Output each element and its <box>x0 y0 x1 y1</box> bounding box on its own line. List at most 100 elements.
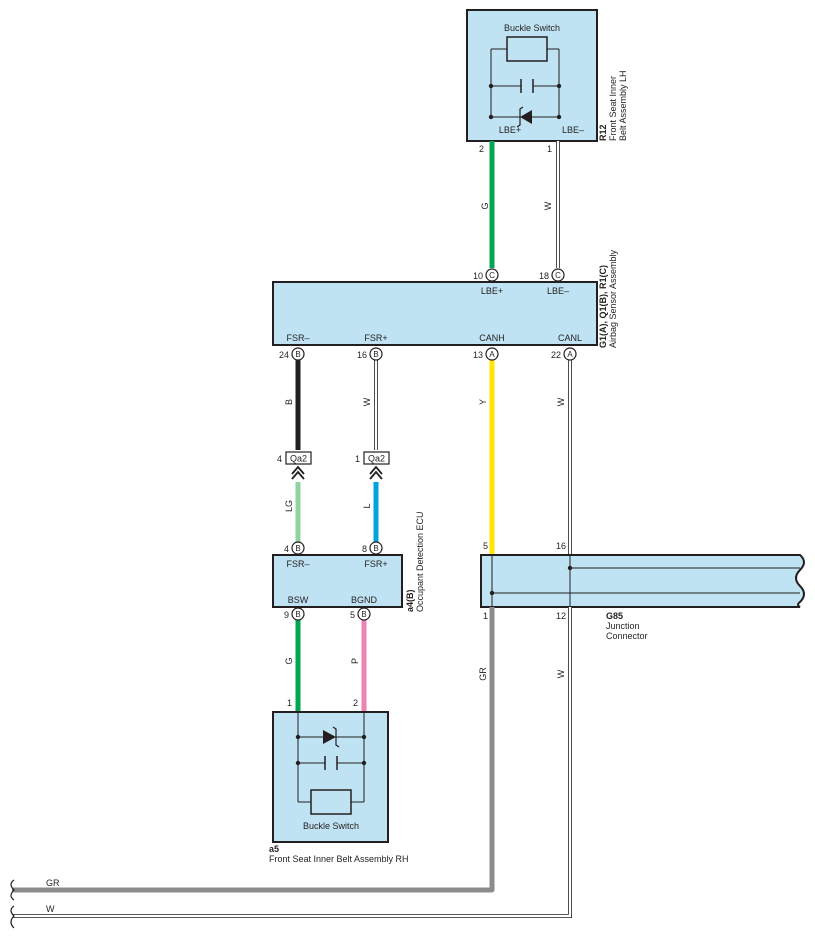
wire-label-l: L <box>362 503 372 508</box>
ecu-bottom-pins: B 9 B 5 <box>284 607 371 621</box>
r12-pin-1: 1 <box>547 144 552 154</box>
airbag-pin-13-conn: A <box>489 350 495 359</box>
r12-switch-symbol <box>506 36 548 62</box>
a5-belt-assembly-rh: Buckle Switch a5 Front Seat Inner Belt A… <box>269 711 409 864</box>
ecu-pin-9-num: 9 <box>284 610 289 620</box>
a5-switch-symbol <box>310 789 352 815</box>
airbag-pin-16-conn: B <box>373 350 378 359</box>
wire-gr: GR GR <box>12 607 495 893</box>
ecu-pin-9 <box>291 607 305 621</box>
wire-b: B <box>284 359 301 450</box>
wire-label-lg: LG <box>284 500 294 512</box>
a5-buckle-switch-label: Buckle Switch <box>303 821 359 831</box>
g85-code: G85 <box>606 611 623 621</box>
wire-label-g-r12: G <box>480 202 490 209</box>
g85-junction-connector: 5 16 1 12 G85 Junction Connector <box>480 541 805 641</box>
airbag-term-lbe-minus: LBE– <box>547 286 569 296</box>
airbag-name: Airbag Sensor Assembly <box>608 249 618 348</box>
r12-code: R12 <box>598 124 608 141</box>
r12-term-lbe-plus: LBE+ <box>499 125 521 135</box>
airbag-pin-18 <box>551 268 565 282</box>
airbag-term-canh: CANH <box>479 333 505 343</box>
airbag-term-fsr-plus: FSR+ <box>364 333 387 343</box>
zener-diode-icon <box>323 730 336 744</box>
airbag-term-lbe-plus: LBE+ <box>481 286 503 296</box>
r12-term-lbe-minus: LBE– <box>562 125 584 135</box>
ecu-pin-9-conn: B <box>295 610 300 619</box>
occupant-detection-ecu: B 4 FSR– B 8 FSR+ BSW BGND a4(B) Occupan… <box>272 511 425 612</box>
airbag-pin-10 <box>485 268 499 282</box>
r12-pin-2: 2 <box>479 144 484 154</box>
airbag-pin-18-conn: C <box>555 271 561 280</box>
g85-pin-1: 1 <box>483 611 488 621</box>
r12-name-line2: Belt Assembly LH <box>618 70 628 141</box>
a5-code: a5 <box>269 844 279 854</box>
qa2-pin-1: 1 <box>355 454 360 464</box>
wire-w-canl: W <box>556 359 572 555</box>
airbag-pin-10-num: 10 <box>473 271 483 281</box>
g85-box <box>480 554 805 608</box>
ecu-pin-5-conn: B <box>361 610 366 619</box>
ecu-pin-4-num: 4 <box>284 544 289 554</box>
wire-w-r12: 1 W <box>543 141 560 268</box>
wire-label-y: Y <box>478 399 488 405</box>
wire-label-gr-bottom: GR <box>46 878 60 888</box>
wire-g-bsw: G 1 <box>284 620 301 712</box>
wire-label-w-bottom: W <box>46 904 55 914</box>
airbag-pin-13 <box>485 347 499 361</box>
wire-label-b: B <box>284 399 294 405</box>
airbag-pin-22-conn: A <box>567 350 573 359</box>
wire-label-p: P <box>350 658 360 664</box>
qa2-left-box <box>285 451 312 465</box>
qa2-connector: Qa2 4 Qa2 1 <box>277 451 390 480</box>
wire-label-g-bsw: G <box>284 657 294 664</box>
airbag-code: G1(A), Q1(B), R1(C) <box>598 265 608 348</box>
wire-label-w-r12: W <box>543 201 553 210</box>
qa2-left-code: Qa2 <box>290 454 307 464</box>
g85-name-line1: Junction <box>606 621 640 631</box>
ecu-pin-8 <box>369 541 383 555</box>
g85-pin-16: 16 <box>556 541 566 551</box>
airbag-pin-24-conn: B <box>295 350 300 359</box>
r12-belt-assembly-lh: Buckle Switch LBE+ LBE– R12 Front Seat I… <box>466 9 628 142</box>
airbag-pin-18-num: 18 <box>539 271 549 281</box>
wire-label-gr: GR <box>478 667 488 681</box>
airbag-pin-10-conn: C <box>489 271 495 280</box>
r12-name-line1: Front Seat Inner <box>608 76 618 141</box>
ecu-pin-8-num: 8 <box>362 544 367 554</box>
wire-l: L <box>362 482 379 542</box>
wire-p: P 2 <box>350 620 367 712</box>
ecu-box <box>272 554 403 608</box>
wire-y: Y <box>478 359 495 555</box>
g85-name-line2: Connector <box>606 631 648 641</box>
zener-diode-icon <box>520 110 532 124</box>
wire-label-w-fsr: W <box>362 397 372 406</box>
airbag-bottom-pins: B 24 B 16 A 13 A 22 <box>279 347 577 361</box>
r12-buckle-switch-label: Buckle Switch <box>504 23 560 33</box>
qa2-right-box <box>363 451 390 465</box>
ecu-term-bsw: BSW <box>288 595 309 605</box>
a5-pin-1: 1 <box>287 698 292 708</box>
airbag-term-fsr-minus: FSR– <box>286 333 309 343</box>
wire-label-w-12: W <box>556 669 566 678</box>
airbag-pin-16-num: 16 <box>357 350 367 360</box>
airbag-pin-22 <box>563 347 577 361</box>
ecu-term-fsr-plus: FSR+ <box>364 559 387 569</box>
airbag-pin-24-num: 24 <box>279 350 289 360</box>
ecu-term-bgnd: BGND <box>351 595 378 605</box>
wire-label-w-canl: W <box>556 397 566 406</box>
g85-pin-12: 12 <box>556 611 566 621</box>
continuation-bracket-icon <box>10 879 15 929</box>
g85-pin-5: 5 <box>483 541 488 551</box>
ecu-pin-5 <box>357 607 371 621</box>
airbag-pin-24 <box>291 347 305 361</box>
a5-name: Front Seat Inner Belt Assembly RH <box>269 854 409 864</box>
ecu-code: a4(B) <box>405 589 415 612</box>
ecu-term-fsr-minus: FSR– <box>286 559 309 569</box>
airbag-term-canl: CANL <box>558 333 582 343</box>
ecu-pin-4 <box>291 541 305 555</box>
a5-pin-2: 2 <box>353 698 358 708</box>
wire-g-r12: 2 G <box>479 141 495 268</box>
ecu-pin-4-conn: B <box>295 544 300 553</box>
